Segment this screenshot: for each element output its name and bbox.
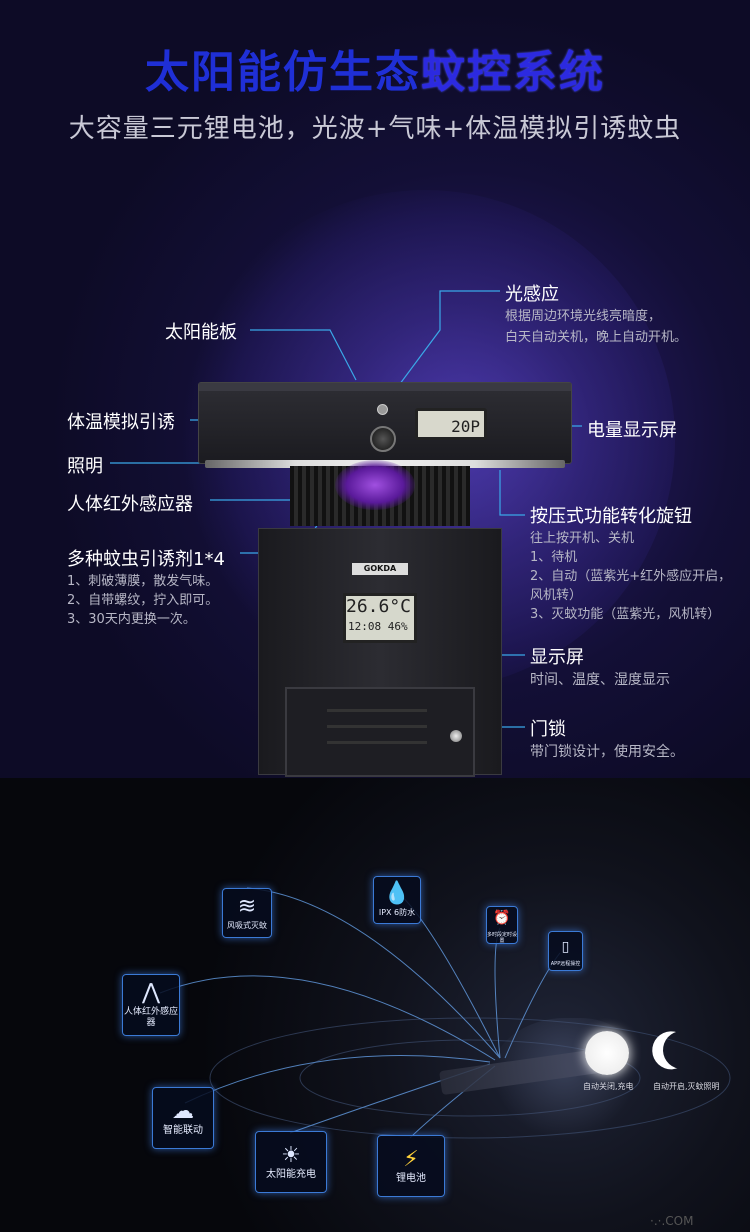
- page-subtitle: 大容量三元锂电池，光波+气味+体温模拟引诱蚊虫: [68, 114, 682, 144]
- phone-icon: ▯: [561, 939, 570, 955]
- label-light-sense: 光感应: [505, 284, 559, 305]
- watermark: ·.·.COM: [650, 1214, 694, 1228]
- knob-desc-3: 2、自动（蓝紫光+红外感应开启，: [530, 569, 732, 584]
- door-lock[interactable]: [450, 730, 462, 742]
- label-battery-display: 电量显示屏: [587, 420, 677, 441]
- feature-panel: ≋ 风吸式灭蚊 💧 IPX 6防水 ⏰ 多时段定时设置 ▯ APP远程操控 ⋀ …: [0, 778, 750, 1232]
- label-display: 显示屏: [530, 647, 584, 668]
- label-body-temp: 体温模拟引诱: [67, 412, 175, 433]
- feature-timer: ⏰ 多时段定时设置: [486, 906, 518, 944]
- feature-solar: ☀ 太阳能充电: [255, 1131, 327, 1193]
- door-panel[interactable]: [285, 687, 475, 777]
- knob-desc-1: 往上按开机、关机: [530, 531, 635, 546]
- feature-app: ▯ APP远程操控: [548, 931, 583, 971]
- body-display: 26.6°C 12:08 46%: [343, 593, 417, 643]
- feature-ir: ⋀ 人体红外感应器: [122, 974, 180, 1036]
- light-sensor: [377, 404, 388, 415]
- auto-off-label: 自动关闭,充电: [583, 1082, 634, 1091]
- battery-icon: ⚡: [403, 1147, 419, 1172]
- attractant-desc-1: 1、刺破薄膜，散发气味。: [67, 574, 219, 589]
- auto-on-label: 自动开启,灭蚊照明: [653, 1082, 720, 1091]
- feature-arcs: [159, 887, 731, 1139]
- display-desc: 时间、温度、湿度显示: [530, 672, 670, 688]
- knob-desc-4: 风机转）: [530, 588, 583, 603]
- function-knob[interactable]: [370, 426, 396, 452]
- brand-plate: GOKDA: [352, 563, 408, 575]
- label-knob: 按压式功能转化旋钮: [530, 506, 692, 527]
- feature-waterproof: 💧 IPX 6防水: [373, 876, 421, 924]
- battery-display: 20P: [415, 408, 487, 440]
- water-drop-icon: 💧: [383, 881, 411, 906]
- product-panel: 太阳能仿生态蚊控系统 大容量三元锂电池，光波+气味+体温模拟引诱蚊虫 20P G…: [0, 0, 750, 778]
- label-lighting: 照明: [67, 456, 103, 477]
- knob-desc-5: 3、灭蚊功能（蓝紫光，风机转）: [530, 607, 721, 622]
- uv-lamp: [335, 460, 415, 510]
- fan-icon: ≋: [237, 894, 257, 919]
- person-icon: ⋀: [141, 980, 161, 1005]
- temperature-readout: 26.6°C: [346, 596, 412, 617]
- feature-fan: ≋ 风吸式灭蚊: [222, 888, 272, 938]
- feature-battery: ⚡ 锂电池: [377, 1135, 445, 1197]
- light-sense-desc-2: 白天自动关机，晚上自动开机。: [505, 330, 688, 345]
- solar-lamp-icon: ☀: [281, 1143, 301, 1168]
- page-title: 太阳能仿生态蚊控系统: [145, 47, 605, 98]
- label-attractant: 多种蚊虫引诱剂1*4: [67, 549, 225, 570]
- attractant-desc-2: 2、自带螺纹，拧入即可。: [67, 593, 219, 608]
- time-humidity-readout: 12:08 46%: [348, 620, 408, 633]
- light-sense-desc-1: 根据周边环境光线亮暗度，: [505, 309, 662, 324]
- knob-desc-2: 1、待机: [530, 550, 578, 565]
- label-lock: 门锁: [530, 719, 566, 740]
- full-moon-icon: [585, 1031, 629, 1075]
- lock-desc: 带门锁设计，使用安全。: [530, 744, 684, 760]
- attractant-desc-3: 3、30天内更换一次。: [67, 612, 196, 627]
- label-solar-panel: 太阳能板: [165, 322, 237, 343]
- alarm-clock-icon: ⏰: [493, 910, 511, 926]
- label-ir-sensor: 人体红外感应器: [67, 494, 193, 515]
- cloud-icon: ☁: [172, 1099, 194, 1124]
- feature-smart: ☁ 智能联动: [152, 1087, 214, 1149]
